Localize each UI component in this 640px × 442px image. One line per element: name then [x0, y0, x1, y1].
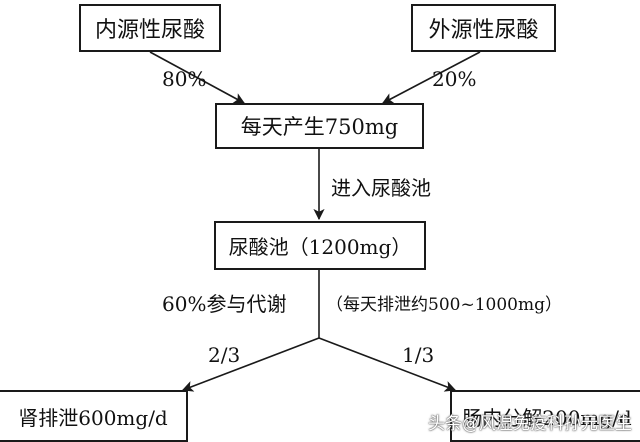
- label-enter-pool: 进入尿酸池: [331, 176, 431, 200]
- node-daily-production-label: 每天产生750mg: [240, 115, 399, 139]
- node-endogenous-uric-acid: 内源性尿酸: [79, 4, 221, 52]
- arrow-split-to-renal: [181, 337, 320, 392]
- node-renal-excretion: 肾排泄600mg/d: [0, 390, 188, 442]
- label-renal-fraction: 2/3: [208, 343, 241, 367]
- node-intestinal-decomposition: 肠内分解200mg/d: [450, 390, 640, 442]
- arrow-split-to-intestinal: [318, 337, 457, 392]
- node-daily-production: 每天产生750mg: [215, 103, 424, 149]
- node-uric-acid-pool: 尿酸池（1200mg）: [214, 221, 426, 270]
- label-daily-excretion: （每天排泄约500~1000mg）: [326, 295, 562, 315]
- node-exogenous-label: 外源性尿酸: [428, 18, 539, 43]
- node-intestinal-decomposition-label: 肠内分解200mg/d: [462, 405, 632, 430]
- label-exogenous-share: 20%: [432, 67, 477, 91]
- node-renal-excretion-label: 肾排泄600mg/d: [18, 405, 168, 430]
- watermark: 头条@风湿免疫科孙元医生: [428, 414, 632, 434]
- node-uric-acid-pool-label: 尿酸池（1200mg）: [228, 235, 412, 259]
- node-exogenous-uric-acid: 外源性尿酸: [411, 4, 556, 52]
- arrow-endogenous-to-production: [149, 51, 245, 104]
- node-endogenous-label: 内源性尿酸: [94, 18, 205, 43]
- label-metabolism: 60%参与代谢: [162, 292, 287, 316]
- label-intestinal-fraction: 1/3: [402, 343, 435, 367]
- label-endogenous-share: 80%: [162, 67, 207, 91]
- arrow-exogenous-to-production: [382, 51, 481, 104]
